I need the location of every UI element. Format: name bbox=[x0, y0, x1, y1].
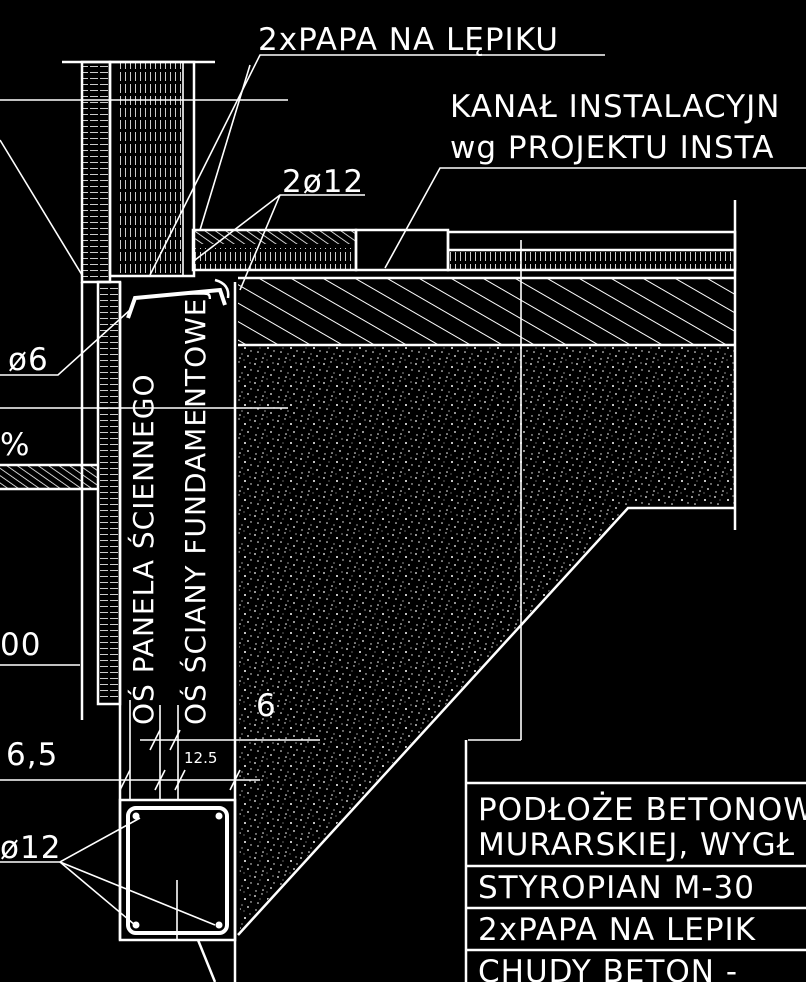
label-axis-panel: OŚ PANELA ŚCIENNEGO bbox=[126, 374, 160, 726]
label-dim-6-5: 6,5 bbox=[6, 737, 58, 773]
leader-channel bbox=[384, 167, 806, 269]
footing-leader-down bbox=[196, 939, 217, 982]
slab-insulation-left bbox=[193, 248, 356, 270]
floor-slab-hatch bbox=[238, 278, 735, 345]
dim-tick-1 bbox=[119, 769, 131, 791]
legend-row-1: PODŁOŻE BETONOW bbox=[478, 792, 806, 828]
leader-membrane-top-2 bbox=[199, 64, 251, 231]
dim-tick-5 bbox=[149, 729, 161, 751]
leader-rebar-small bbox=[0, 309, 131, 376]
junction-rebar bbox=[126, 287, 227, 319]
gravel-fill bbox=[238, 345, 735, 930]
foundation-insulation bbox=[98, 282, 120, 702]
label-rebar-top: 2ø12 bbox=[282, 164, 364, 200]
junction-rebar-hook bbox=[214, 278, 230, 299]
footing-rebar-bar-3 bbox=[132, 921, 140, 929]
wall-panel-core bbox=[118, 62, 183, 276]
label-dim-fragment: 00 bbox=[0, 627, 41, 663]
legend-row-5: CHUDY BETON - bbox=[478, 954, 738, 982]
slab-insulation-right bbox=[448, 250, 735, 270]
footing-rebar-bar-4 bbox=[215, 921, 223, 929]
gravel-slope-edge bbox=[237, 506, 735, 936]
dim-tick-3 bbox=[174, 769, 186, 791]
leader-wall-left bbox=[0, 139, 83, 276]
legend-row-2: MURARSKIEJ, WYGŁ bbox=[478, 827, 795, 863]
label-dim-12-5: 12.5 bbox=[184, 749, 217, 767]
label-axis-foundation: OŚ ŚCIANY FUNDAMENTOWEJ bbox=[178, 288, 212, 725]
label-rebar-small: ø6 bbox=[8, 342, 49, 378]
label-dim-6: 6 bbox=[256, 688, 277, 724]
label-channel-line2: wg PROJEKTU INSTA bbox=[450, 130, 774, 166]
footing-rebar-bar-1 bbox=[132, 812, 140, 820]
wall-panel-outer-skin bbox=[82, 62, 110, 282]
label-channel-line1: KANAŁ INSTALACYJN bbox=[450, 89, 780, 125]
label-membrane-top: 2xPAPA NA LĘPIKU bbox=[258, 22, 559, 58]
label-rebar-bottom: ø12 bbox=[0, 830, 61, 866]
legend-row-3: STYROPIAN M-30 bbox=[478, 870, 755, 906]
label-percent-fragment: % bbox=[0, 427, 30, 463]
slab-membrane-left bbox=[193, 230, 356, 244]
legend-row-4: 2xPAPA NA LEPIK bbox=[478, 912, 756, 948]
leader-rebar-bottom-3 bbox=[59, 861, 136, 926]
leader-rebar-top-2 bbox=[239, 194, 281, 291]
left-slab-hatch bbox=[0, 465, 98, 489]
leader-rebar-bottom-2 bbox=[59, 861, 216, 926]
footing-rebar-bar-2 bbox=[215, 812, 223, 820]
leader-membrane-top bbox=[149, 54, 605, 276]
dim-tick-6 bbox=[169, 729, 181, 751]
dim-tick-4 bbox=[229, 769, 241, 791]
